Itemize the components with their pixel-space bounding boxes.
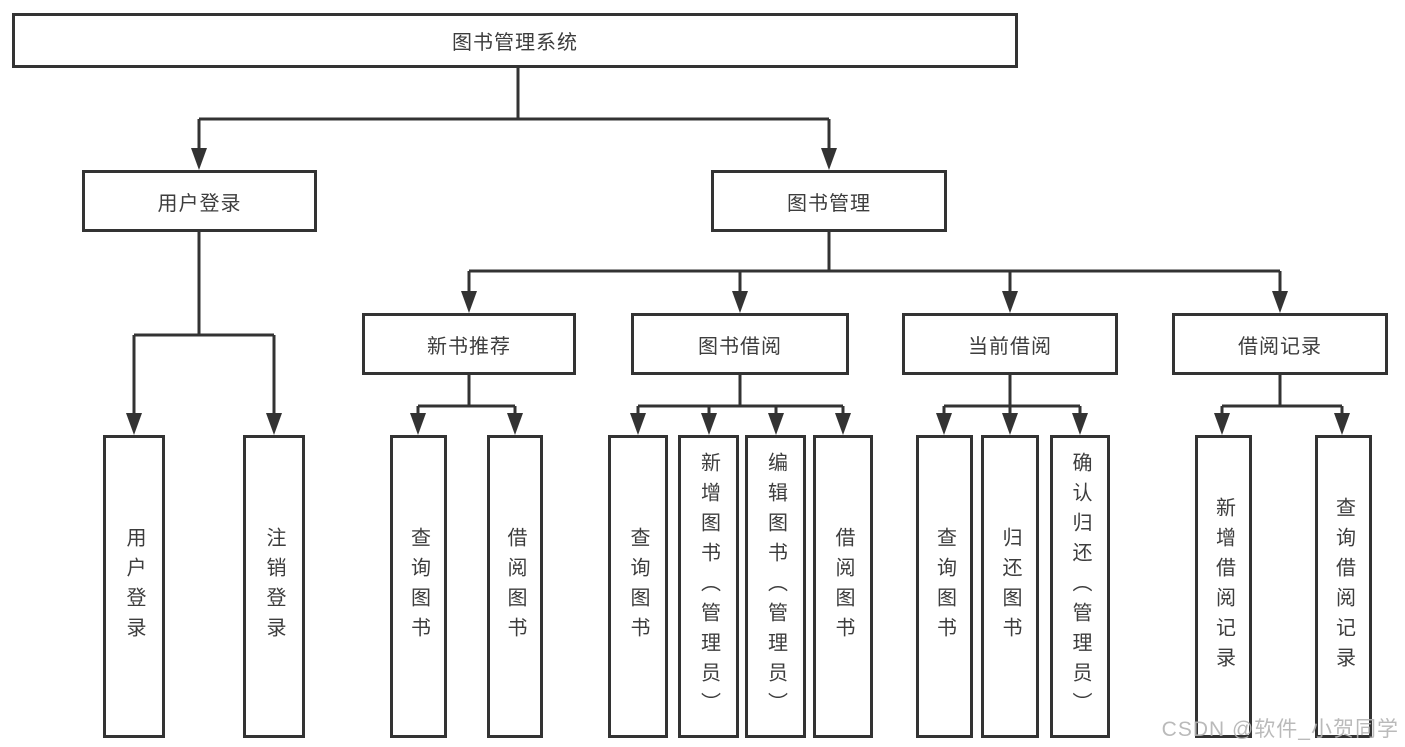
leaf-label: 查询借阅记录 <box>1332 496 1355 677</box>
leaf-add-book-admin: 新增图书（管理员） <box>678 435 739 738</box>
node-library-management-system: 图书管理系统 <box>12 13 1018 68</box>
node-book-borrowing: 图书借阅 <box>631 313 849 375</box>
leaf-label: 借阅图书 <box>504 526 526 647</box>
leaf-label: 新增图书（管理员） <box>697 451 720 722</box>
leaf-edit-book-admin: 编辑图书（管理员） <box>745 435 806 738</box>
node-label: 用户登录 <box>157 192 242 215</box>
leaf-logout: 注销登录 <box>243 435 305 738</box>
leaf-label: 借阅图书 <box>832 526 854 647</box>
leaf-query-books-borrowing: 查询图书 <box>608 435 668 738</box>
leaf-query-borrow-record: 查询借阅记录 <box>1315 435 1372 738</box>
leaf-user-login: 用户登录 <box>103 435 165 738</box>
node-label: 借阅记录 <box>1238 335 1322 358</box>
node-user-login: 用户登录 <box>82 170 317 232</box>
node-new-book-recommend: 新书推荐 <box>362 313 576 375</box>
watermark-text: CSDN @软件_小贺同学 <box>1161 718 1399 741</box>
arrowheads <box>126 148 1350 435</box>
node-label: 图书借阅 <box>698 335 782 358</box>
node-current-borrowing: 当前借阅 <box>902 313 1118 375</box>
leaf-label: 确认归还（管理员） <box>1069 451 1091 722</box>
node-label: 当前借阅 <box>968 335 1052 358</box>
node-label: 新书推荐 <box>427 335 511 358</box>
node-label: 图书管理系统 <box>452 32 578 54</box>
leaf-label: 查询图书 <box>627 526 649 647</box>
leaf-add-borrow-record: 新增借阅记录 <box>1195 435 1252 738</box>
leaf-borrow-books-borrowing: 借阅图书 <box>813 435 873 738</box>
leaf-label: 用户登录 <box>123 526 145 647</box>
node-borrowing-records: 借阅记录 <box>1172 313 1388 375</box>
node-book-management: 图书管理 <box>711 170 947 232</box>
leaf-confirm-return-admin: 确认归还（管理员） <box>1050 435 1110 738</box>
leaf-label: 查询图书 <box>933 526 956 647</box>
leaf-label: 注销登录 <box>263 526 285 647</box>
leaf-label: 编辑图书（管理员） <box>764 451 787 722</box>
leaf-query-books-recommend: 查询图书 <box>390 435 447 738</box>
leaf-query-books-current: 查询图书 <box>916 435 973 738</box>
leaf-label: 归还图书 <box>999 526 1021 647</box>
leaf-borrow-books-recommend: 借阅图书 <box>487 435 543 738</box>
node-label: 图书管理 <box>787 192 871 215</box>
leaf-label: 查询图书 <box>407 526 430 647</box>
leaf-return-books: 归还图书 <box>981 435 1039 738</box>
leaf-label: 新增借阅记录 <box>1212 496 1235 677</box>
